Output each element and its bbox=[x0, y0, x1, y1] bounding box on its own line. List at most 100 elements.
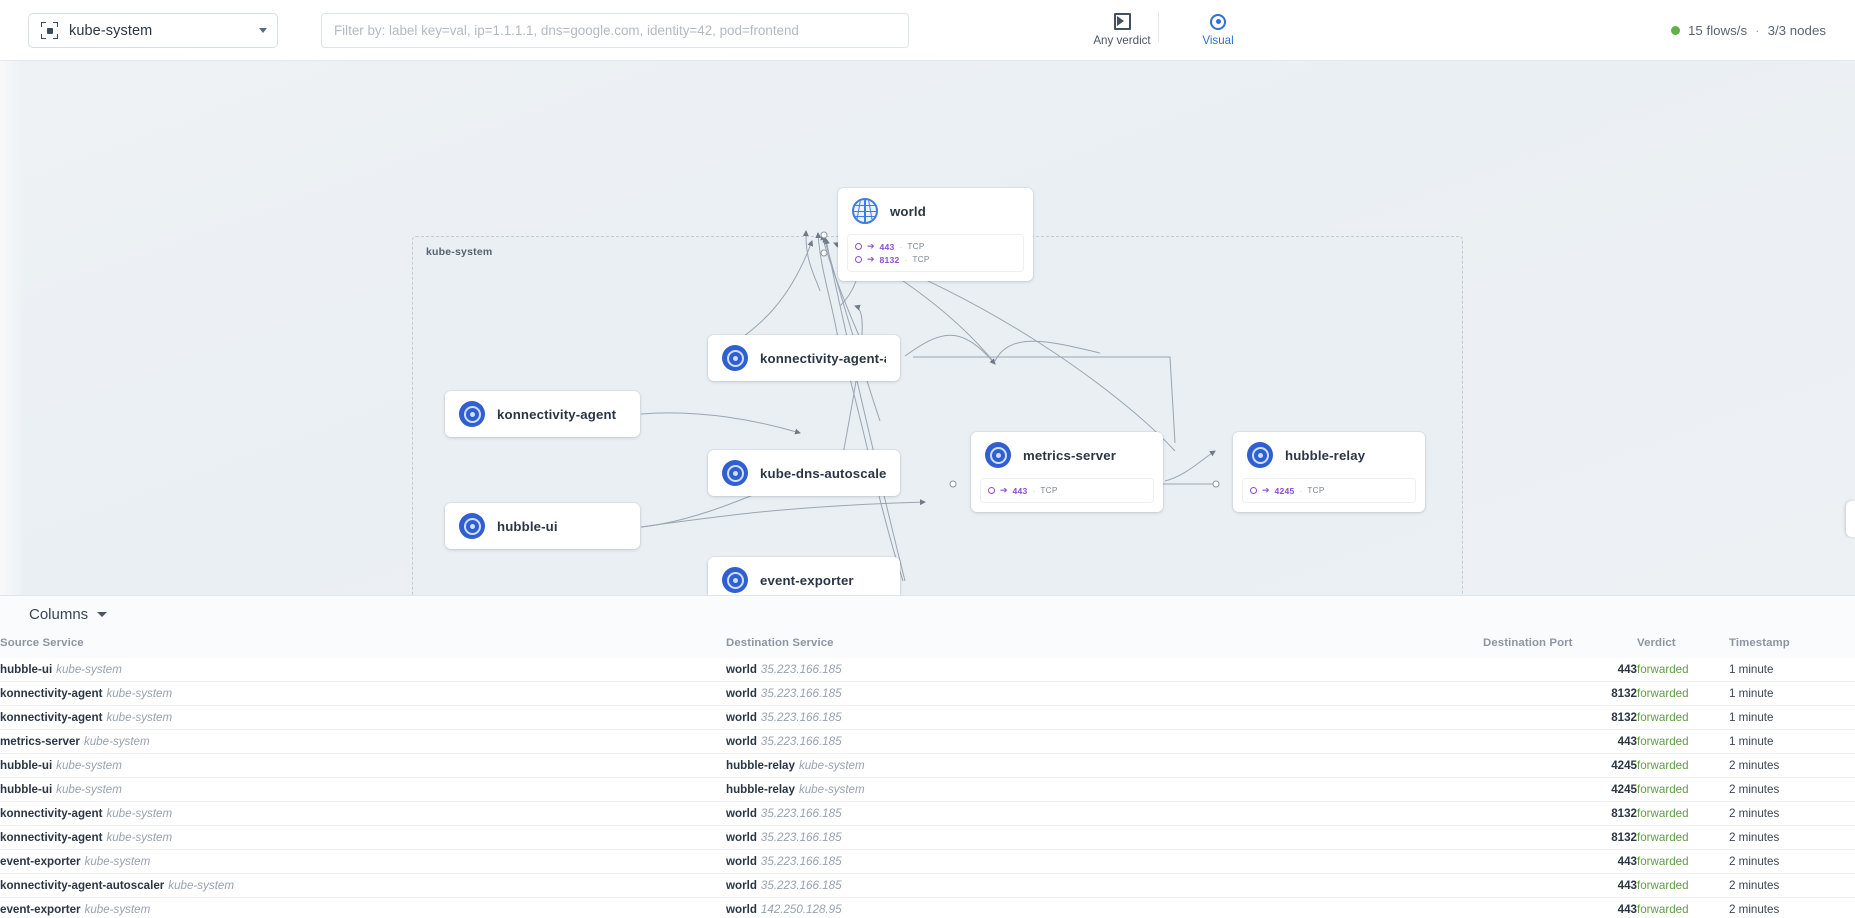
port-number: 443 bbox=[879, 241, 895, 252]
cell-verdict: forwarded bbox=[1637, 705, 1729, 730]
port-circle-icon bbox=[988, 487, 995, 494]
node-konnectivity-agent[interactable]: konnectivity-agent bbox=[445, 391, 640, 437]
port-circle-icon bbox=[855, 243, 862, 250]
side-panel-handle[interactable] bbox=[1846, 501, 1855, 537]
col-destination-service[interactable]: Destination Service bbox=[726, 632, 1483, 658]
kubernetes-icon bbox=[1247, 442, 1273, 468]
port-row[interactable]: ➔ 4245 · TCP bbox=[1250, 484, 1408, 497]
node-title: metrics-server bbox=[1023, 447, 1117, 463]
kubernetes-icon bbox=[985, 442, 1011, 468]
cell-verdict: forwarded bbox=[1637, 729, 1729, 754]
destination-service-context: 35.223.166.185 bbox=[760, 663, 842, 676]
node-world-ports: ➔ 443 · TCP ➔ 8132 · TCP bbox=[847, 234, 1024, 272]
cell-destination-port: 4245 bbox=[1483, 753, 1637, 778]
destination-service-context: 35.223.166.185 bbox=[760, 735, 842, 748]
node-header: hubble-relay bbox=[1233, 432, 1425, 478]
port-protocol: TCP bbox=[1307, 486, 1325, 495]
node-event-exporter[interactable]: event-exporter bbox=[708, 557, 900, 595]
any-verdict-button[interactable]: Any verdict bbox=[1079, 6, 1165, 54]
canvas-left-fade bbox=[0, 61, 22, 595]
destination-service-name: world bbox=[726, 687, 757, 700]
cell-verdict: forwarded bbox=[1637, 777, 1729, 802]
node-hubble-relay[interactable]: hubble-relay ➔ 4245 · TCP bbox=[1233, 432, 1425, 512]
visual-mode-button[interactable]: Visual bbox=[1175, 6, 1261, 54]
destination-service-name: hubble-relay bbox=[726, 759, 795, 772]
destination-service-context: 35.223.166.185 bbox=[760, 711, 842, 724]
cell-timestamp: 2 minutes bbox=[1729, 777, 1855, 802]
source-service-name: metrics-server bbox=[0, 735, 80, 748]
source-service-name: hubble-ui bbox=[0, 663, 53, 676]
namespace-selector[interactable]: kube-system bbox=[28, 13, 278, 48]
destination-service-context: kube-system bbox=[798, 759, 865, 772]
node-hubble-ui[interactable]: hubble-ui bbox=[445, 503, 640, 549]
service-map-canvas[interactable]: kube-system bbox=[0, 61, 1855, 595]
node-title: hubble-ui bbox=[497, 518, 558, 534]
destination-service-context: 35.223.166.185 bbox=[760, 855, 842, 868]
destination-service-name: hubble-relay bbox=[726, 783, 795, 796]
destination-service-name: world bbox=[726, 879, 757, 892]
cell-destination-port: 443 bbox=[1483, 897, 1637, 918]
source-service-context: kube-system bbox=[106, 687, 173, 700]
node-kube-dns-autoscaler[interactable]: kube-dns-autoscaler bbox=[708, 450, 900, 496]
node-world-header: world bbox=[838, 188, 1033, 234]
source-service-context: kube-system bbox=[106, 831, 173, 844]
nodes-count: 3/3 nodes bbox=[1767, 23, 1826, 38]
cell-timestamp: 1 minute bbox=[1729, 729, 1855, 754]
verdict-filter-icon bbox=[1113, 13, 1131, 30]
cell-verdict: forwarded bbox=[1637, 897, 1729, 918]
chevron-down-icon bbox=[97, 611, 108, 617]
port-row[interactable]: ➔ 443 · TCP bbox=[988, 484, 1146, 497]
source-service-name: konnectivity-agent bbox=[0, 711, 103, 724]
cell-destination-port: 443 bbox=[1483, 658, 1637, 682]
col-verdict[interactable]: Verdict bbox=[1637, 632, 1729, 658]
cell-destination-port: 8132 bbox=[1483, 825, 1637, 850]
node-title: event-exporter bbox=[760, 572, 854, 588]
node-header: metrics-server bbox=[971, 432, 1163, 478]
arrow-right-icon: ➔ bbox=[1000, 485, 1008, 495]
destination-service-context: 35.223.166.185 bbox=[760, 879, 842, 892]
flows-table-head: Source Service Destination Service Desti… bbox=[0, 632, 1855, 658]
source-service-name: konnectivity-agent-autoscaler bbox=[0, 879, 165, 892]
source-service-name: hubble-ui bbox=[0, 759, 53, 772]
node-konnectivity-agent-autoscaler[interactable]: konnectivity-agent-autosc... bbox=[708, 335, 900, 381]
port-row[interactable]: ➔ 443 · TCP bbox=[855, 240, 1016, 253]
destination-service-name: world bbox=[726, 807, 757, 820]
port-row[interactable]: ➔ 8132 · TCP bbox=[855, 253, 1016, 266]
destination-service-name: world bbox=[726, 831, 757, 844]
node-world[interactable]: world ➔ 443 · TCP ➔ 8132 · TCP bbox=[838, 188, 1033, 281]
node-metrics-server[interactable]: metrics-server ➔ 443 · TCP bbox=[971, 432, 1163, 512]
any-verdict-label: Any verdict bbox=[1093, 34, 1151, 47]
columns-toggle[interactable]: Columns bbox=[0, 596, 1855, 632]
globe-icon bbox=[852, 198, 878, 224]
source-service-name: hubble-ui bbox=[0, 783, 53, 796]
destination-service-name: world bbox=[726, 855, 757, 868]
col-destination-port[interactable]: Destination Port bbox=[1483, 632, 1637, 658]
col-timestamp[interactable]: Timestamp bbox=[1729, 632, 1855, 658]
filter-input[interactable] bbox=[321, 13, 909, 48]
col-source-service[interactable]: Source Service bbox=[0, 632, 726, 658]
